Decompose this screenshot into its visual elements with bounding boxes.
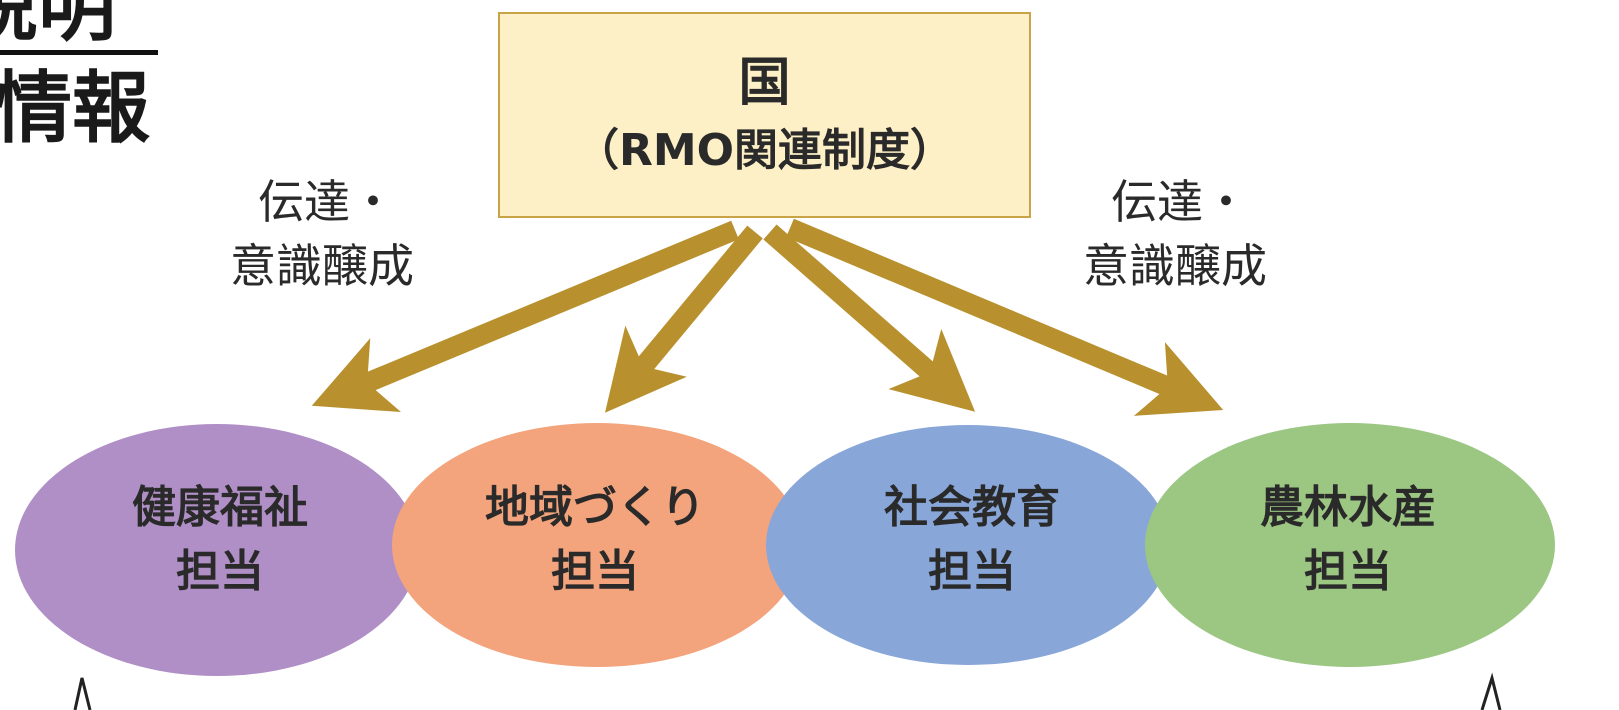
left-note: 伝達・ 意識醸成 xyxy=(230,170,414,298)
dept-name: 社会教育 xyxy=(884,482,1060,533)
right-note-line2: 意識醸成 xyxy=(1083,239,1267,293)
ellipse-community xyxy=(392,423,802,667)
right-note: 伝達・ 意識醸成 xyxy=(1083,170,1267,298)
dept-name: 農林水産 xyxy=(1260,482,1436,533)
box-title: 国 xyxy=(738,53,791,113)
left-note-line2: 意識醸成 xyxy=(230,239,414,293)
national-system-box: 国 （RMO関連制度） xyxy=(498,12,1031,218)
box-subtitle: （RMO関連制度） xyxy=(574,125,955,176)
arrow-to-health-welfare xyxy=(311,220,739,413)
dept-name: 地域づくり xyxy=(485,482,705,533)
dept-name: 健康福祉 xyxy=(132,482,308,533)
arrow-up-right xyxy=(1480,672,1502,710)
arrow-to-agriculture xyxy=(786,218,1224,416)
ellipse-agriculture xyxy=(1145,423,1555,667)
corner-heading-line2: 情報 xyxy=(0,64,151,154)
corner-underline xyxy=(0,50,158,55)
corner-heading-line1: 説明 xyxy=(0,0,117,52)
dept-role: 担当 xyxy=(1304,546,1392,597)
left-note-line1: 伝達・ xyxy=(258,175,396,229)
label-health-welfare: 健康福祉 担当 xyxy=(40,476,400,604)
dept-role: 担当 xyxy=(176,546,264,597)
label-social-education: 社会教育 担当 xyxy=(792,476,1152,604)
label-agriculture: 農林水産 担当 xyxy=(1168,476,1528,604)
label-community: 地域づくり 担当 xyxy=(415,476,775,604)
dept-role: 担当 xyxy=(551,546,639,597)
ellipse-health-welfare xyxy=(15,424,419,676)
right-note-line1: 伝達・ xyxy=(1111,175,1249,229)
ellipse-social-education xyxy=(766,425,1170,665)
arrow-to-community xyxy=(605,225,763,413)
arrow-to-social-education xyxy=(763,224,976,412)
arrow-up-left xyxy=(73,677,92,710)
dept-role: 担当 xyxy=(928,546,1016,597)
